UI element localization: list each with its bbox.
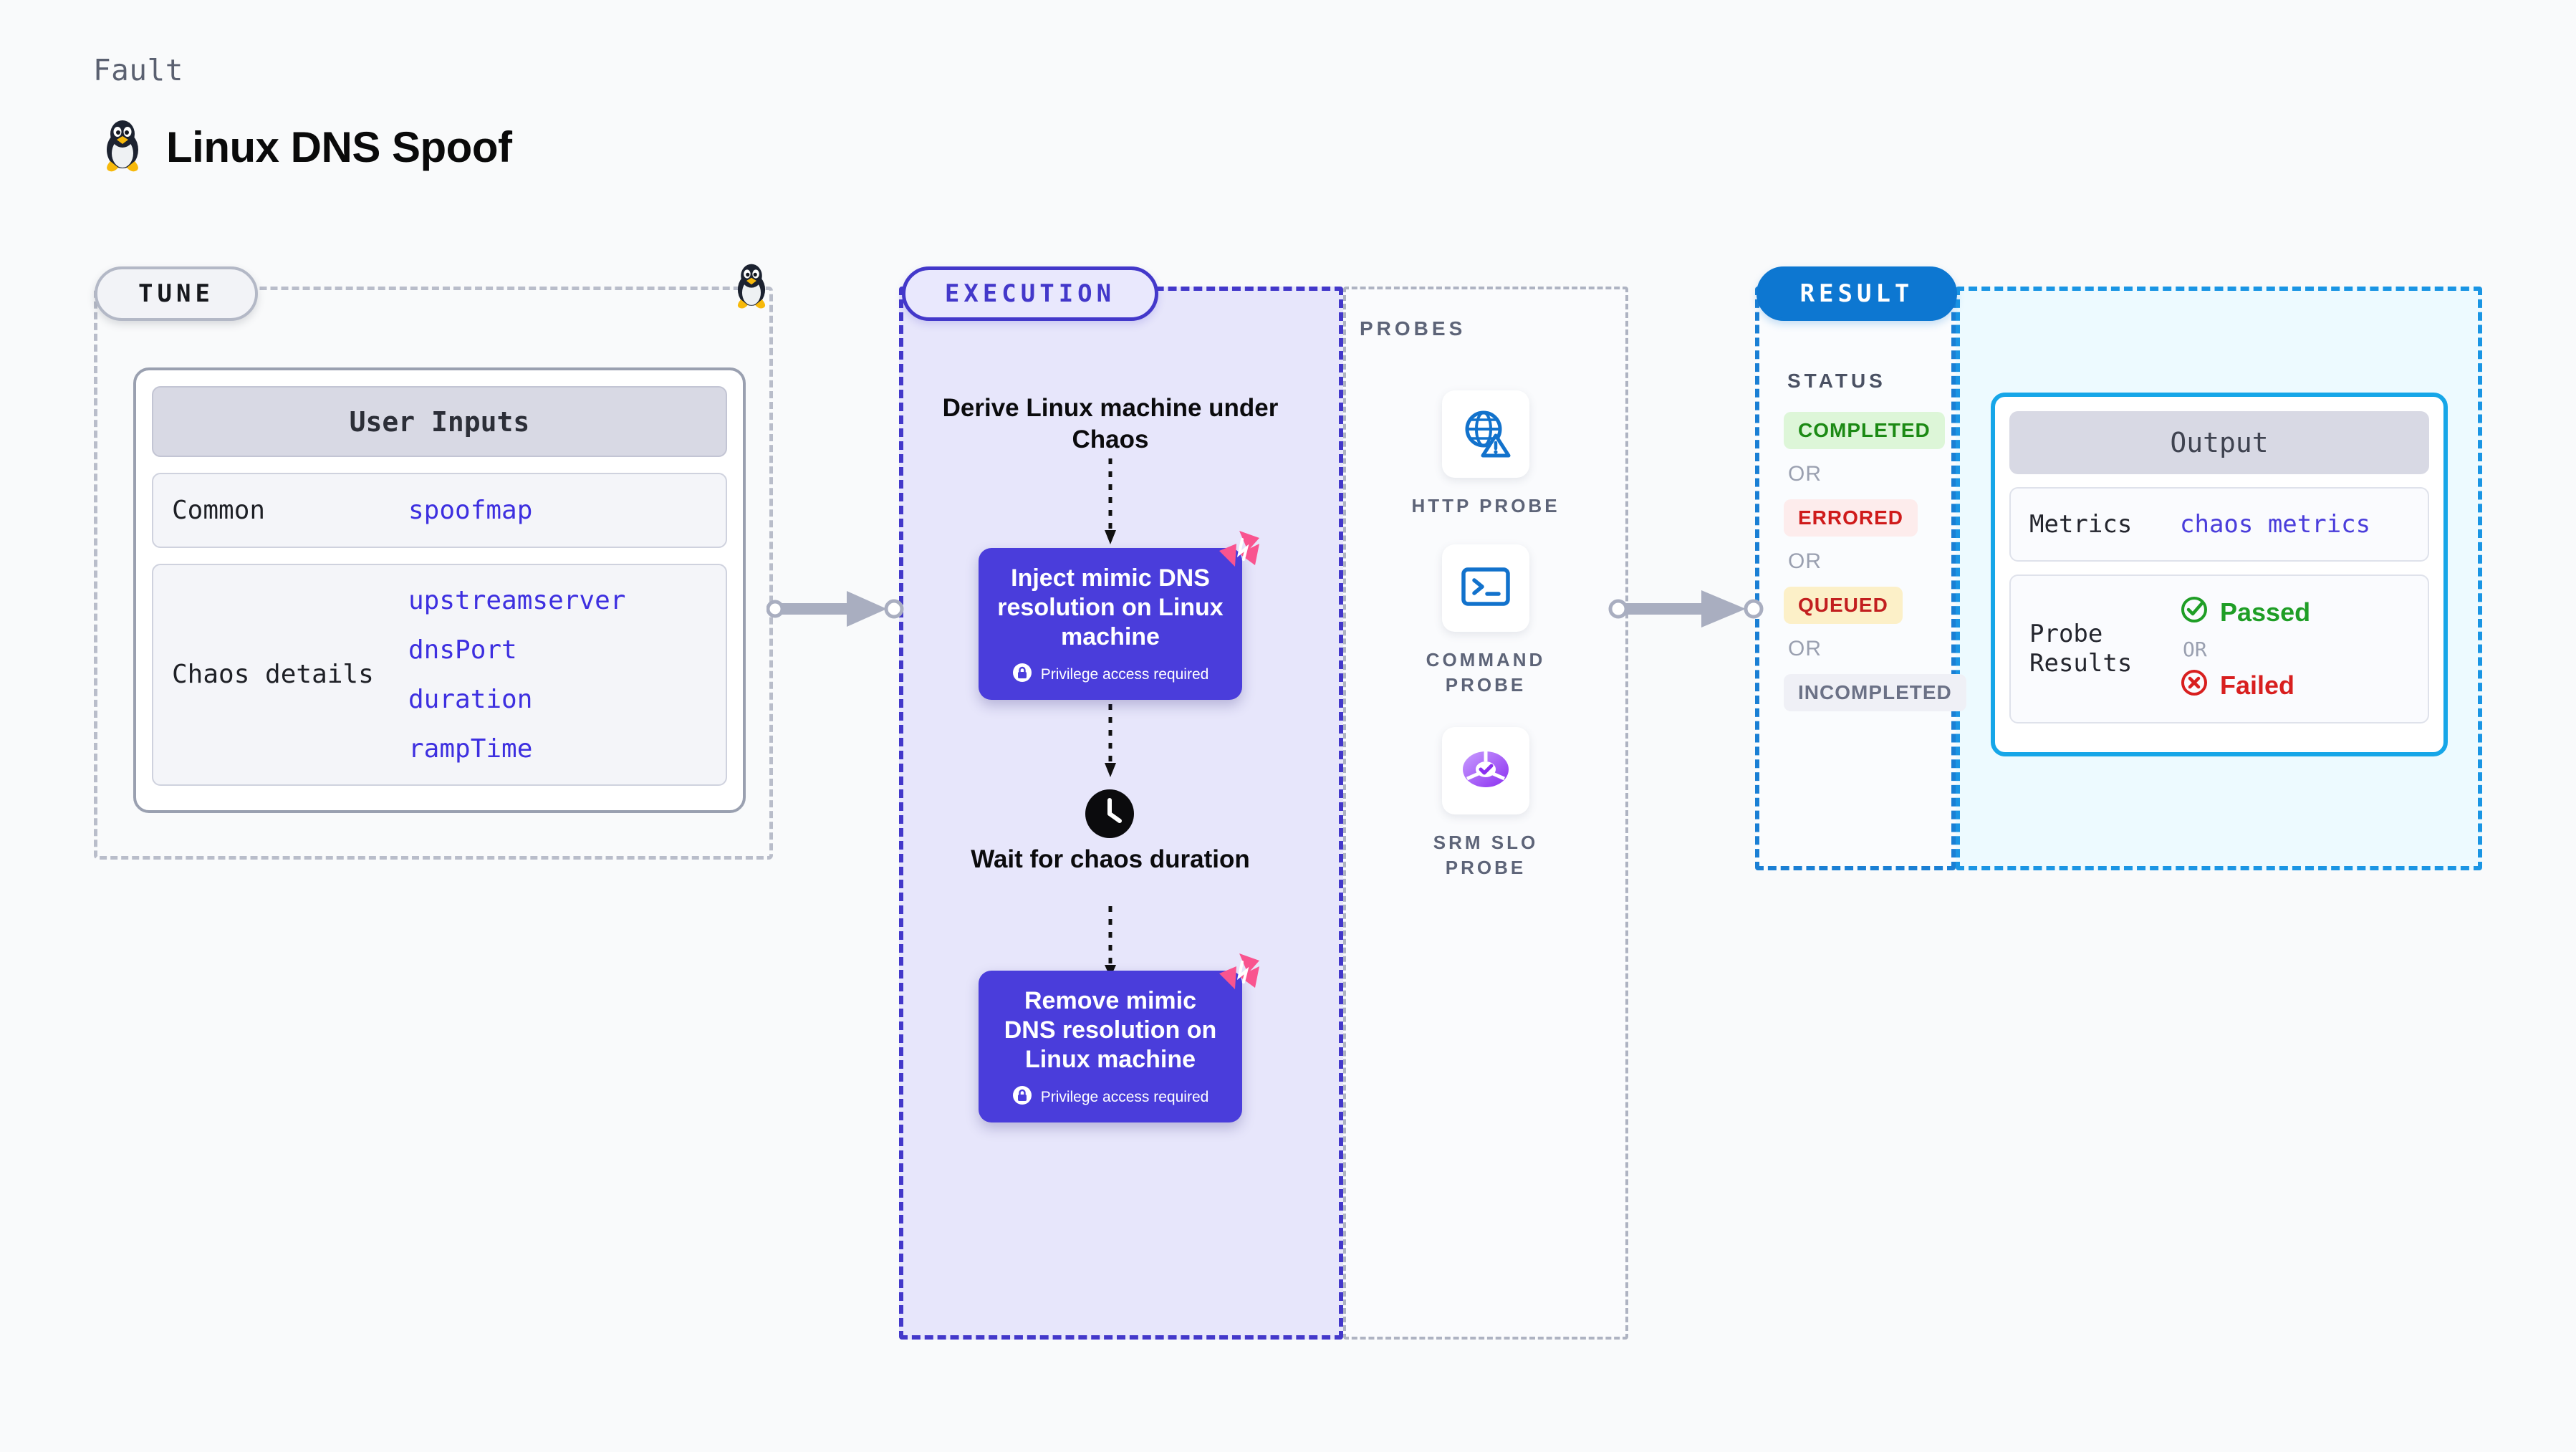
user-inputs-title: User Inputs (152, 386, 727, 457)
probe-item-command[interactable]: COMMAND PROBE (1393, 544, 1579, 698)
result-stage-badge[interactable]: RESULT (1756, 266, 1957, 321)
status-list: COMPLETED OR ERRORED OR QUEUED OR INCOMP… (1784, 412, 1966, 711)
privilege-text: Privilege access required (1040, 1089, 1209, 1106)
connector-execution-to-result (1608, 584, 1769, 638)
privilege-text: Privilege access required (1040, 666, 1209, 683)
chaos-flag-icon (1218, 952, 1262, 997)
tune-linux-penguin-icon (732, 262, 771, 313)
tune-row-common[interactable]: Common spoofmap (152, 473, 727, 548)
check-circle-icon (2180, 595, 2209, 630)
status-badge-incompleted: INCOMPLETED (1784, 674, 1966, 711)
status-or-2: OR (1788, 549, 1822, 573)
tune-region (94, 287, 773, 860)
status-badge-errored: ERRORED (1784, 499, 1918, 537)
probe-label: HTTP PROBE (1411, 495, 1560, 516)
page-title: Linux DNS Spoof (166, 123, 512, 171)
output-row-probe-results[interactable]: Probe Results Passed OR (2009, 574, 2429, 723)
tune-stage-badge[interactable]: TUNE (95, 266, 258, 321)
execution-stage-badge[interactable]: EXECUTION (902, 266, 1158, 321)
privilege-notice: Privilege access required (997, 1085, 1224, 1110)
connector-tune-to-execution (766, 584, 910, 638)
verdict-failed: Failed (2180, 668, 2310, 703)
verdict-failed-label: Failed (2220, 670, 2295, 700)
probe-card[interactable] (1442, 390, 1529, 478)
verdict-passed-label: Passed (2220, 597, 2311, 627)
tune-row-key: Common (172, 495, 266, 525)
x-circle-icon (2180, 668, 2209, 703)
tune-row-values: spoofmap (408, 496, 532, 525)
execution-node-inject[interactable]: Inject mimic DNS resolution on Linux mac… (979, 531, 1259, 701)
verdict-passed: Passed (2180, 595, 2310, 630)
arrow-derive-to-inject (1102, 458, 1119, 552)
probe-label: COMMAND PROBE (1426, 649, 1546, 696)
status-badge-queued: QUEUED (1784, 587, 1903, 624)
status-or-1: OR (1788, 462, 1822, 486)
fault-kicker-label: Fault (93, 53, 183, 87)
clock-icon (1084, 788, 1135, 843)
tune-param-duration[interactable]: duration (408, 685, 533, 714)
tune-param-upstreamserver[interactable]: upstreamserver (408, 586, 626, 615)
arrow-inject-to-wait (1102, 691, 1119, 784)
tune-row-key: Chaos details (172, 660, 374, 690)
execution-node-title: Inject mimic DNS resolution on Linux mac… (997, 564, 1224, 650)
execution-node-remove[interactable]: Remove mimic DNS resolution on Linux mac… (979, 953, 1259, 1123)
globe-warning-icon (1460, 407, 1512, 462)
page-title-row: Linux DNS Spoof (100, 118, 512, 176)
output-probe-verdicts: Passed OR Failed (2180, 595, 2310, 703)
lock-icon (1012, 663, 1032, 687)
tune-row-values: upstreamserver dnsPort duration rampTime (408, 586, 625, 764)
privilege-notice: Privilege access required (997, 663, 1224, 687)
user-inputs-card: User Inputs Common spoofmap Chaos detail… (133, 367, 746, 813)
probe-item-http[interactable]: HTTP PROBE (1393, 390, 1579, 519)
probe-card[interactable] (1442, 727, 1529, 814)
output-metrics-key: Metrics (2029, 509, 2133, 539)
probe-card[interactable] (1442, 544, 1529, 632)
tune-param-dnsport[interactable]: dnsPort (408, 635, 517, 665)
chaos-flag-icon (1218, 529, 1262, 574)
output-metrics-value[interactable]: chaos metrics (2180, 510, 2371, 539)
tune-param-spoofmap[interactable]: spoofmap (408, 496, 533, 525)
status-badge-completed: COMPLETED (1784, 412, 1945, 449)
verdict-or: OR (2183, 637, 2207, 661)
lock-icon (1012, 1085, 1032, 1110)
probe-label: SRM SLO PROBE (1433, 832, 1539, 879)
execution-node-title: Remove mimic DNS resolution on Linux mac… (1004, 987, 1217, 1073)
derive-machine-caption: Derive Linux machine under Chaos (942, 394, 1279, 453)
output-title: Output (2009, 411, 2429, 474)
output-card: Output Metrics chaos metrics Probe Resul… (1991, 393, 2448, 756)
status-or-3: OR (1788, 637, 1822, 660)
result-region (1755, 287, 1956, 870)
terminal-icon (1460, 564, 1512, 612)
linux-penguin-icon (100, 118, 145, 176)
output-probe-results-key: Probe Results (2029, 620, 2133, 678)
probe-item-srm-slo[interactable]: SRM SLO PROBE (1393, 727, 1579, 880)
probes-section-label: PROBES (1360, 317, 1466, 340)
output-row-metrics[interactable]: Metrics chaos metrics (2009, 487, 2429, 562)
status-section-label: STATUS (1787, 370, 1886, 392)
wait-duration-caption: Wait for chaos duration (971, 845, 1250, 873)
tune-row-chaos-details[interactable]: Chaos details upstreamserver dnsPort dur… (152, 564, 727, 786)
tune-param-ramptime[interactable]: rampTime (408, 734, 533, 764)
slo-donut-check-icon (1460, 746, 1512, 797)
